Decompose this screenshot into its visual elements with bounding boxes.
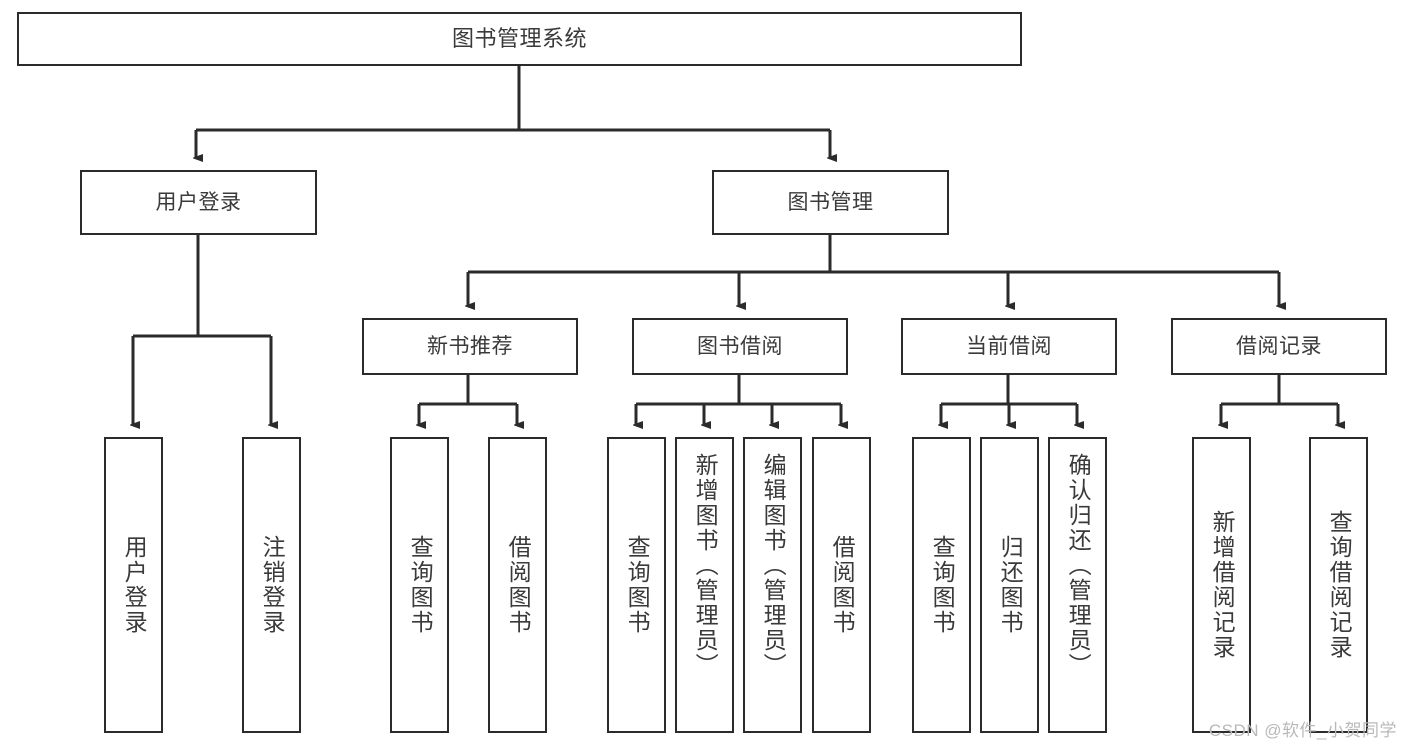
node-label: 编辑图书（管理员） bbox=[760, 453, 787, 678]
node-label: 图书管理系统 bbox=[451, 26, 587, 52]
leaf-add-book-admin[interactable]: 新增图书（管理员） bbox=[675, 437, 734, 733]
node-book-management[interactable]: 图书管理 bbox=[712, 170, 949, 235]
leaf-query-book-recommend[interactable]: 查询图书 bbox=[390, 437, 449, 733]
node-book-borrow[interactable]: 图书借阅 bbox=[632, 318, 848, 375]
node-user-login[interactable]: 用户登录 bbox=[80, 170, 317, 235]
node-label: 新增图书（管理员） bbox=[692, 453, 719, 678]
leaf-query-book-borrow[interactable]: 查询图书 bbox=[607, 437, 666, 733]
watermark-text: CSDN @软件_小贺同学 bbox=[1208, 721, 1397, 740]
node-new-book-recommend[interactable]: 新书推荐 bbox=[362, 318, 578, 375]
node-label: 借阅图书 bbox=[505, 535, 532, 635]
node-label: 图书借阅 bbox=[697, 334, 783, 358]
leaf-confirm-return-admin[interactable]: 确认归还（管理员） bbox=[1048, 437, 1107, 733]
node-label: 图书管理 bbox=[787, 190, 874, 214]
leaf-add-borrow-record[interactable]: 新增借阅记录 bbox=[1192, 437, 1251, 733]
node-label: 确认归还（管理员） bbox=[1065, 453, 1092, 678]
leaf-query-borrow-record[interactable]: 查询借阅记录 bbox=[1309, 437, 1368, 733]
node-label: 借阅图书 bbox=[829, 535, 856, 635]
node-current-borrow[interactable]: 当前借阅 bbox=[901, 318, 1117, 375]
node-label: 查询借阅记录 bbox=[1326, 510, 1353, 660]
node-label: 注销登录 bbox=[259, 535, 286, 635]
leaf-borrow-book-recommend[interactable]: 借阅图书 bbox=[488, 437, 547, 733]
leaf-logout-login[interactable]: 注销登录 bbox=[242, 437, 301, 733]
node-label: 新书推荐 bbox=[427, 334, 513, 358]
node-label: 查询图书 bbox=[407, 535, 434, 635]
node-label: 归还图书 bbox=[997, 535, 1024, 635]
node-label: 借阅记录 bbox=[1236, 334, 1322, 358]
node-label: 查询图书 bbox=[929, 535, 956, 635]
node-label: 新增借阅记录 bbox=[1209, 510, 1236, 660]
node-root-book-management-system[interactable]: 图书管理系统 bbox=[17, 12, 1022, 66]
leaf-user-login[interactable]: 用户登录 bbox=[104, 437, 163, 733]
node-label: 查询图书 bbox=[624, 535, 651, 635]
leaf-return-book[interactable]: 归还图书 bbox=[980, 437, 1039, 733]
node-label: 用户登录 bbox=[121, 535, 148, 635]
node-borrow-record[interactable]: 借阅记录 bbox=[1171, 318, 1387, 375]
node-label: 用户登录 bbox=[155, 190, 242, 214]
leaf-borrow-book[interactable]: 借阅图书 bbox=[812, 437, 871, 733]
leaf-edit-book-admin[interactable]: 编辑图书（管理员） bbox=[743, 437, 802, 733]
node-label: 当前借阅 bbox=[966, 334, 1052, 358]
leaf-query-book-current[interactable]: 查询图书 bbox=[912, 437, 971, 733]
